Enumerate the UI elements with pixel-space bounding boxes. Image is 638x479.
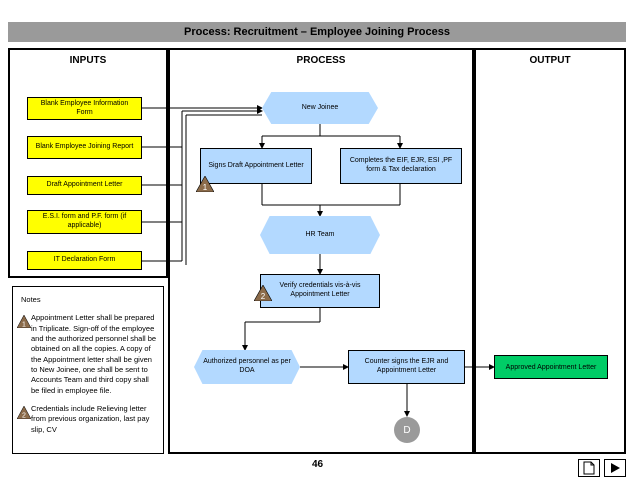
node-new-joinee: New Joinee bbox=[262, 92, 378, 124]
node-counter-signs: Counter signs the EJR and Appointment Le… bbox=[348, 350, 465, 384]
note-2-number: 2 bbox=[22, 413, 26, 420]
output-panel bbox=[474, 48, 626, 454]
note-2: 2 Credentials include Relieving letter f… bbox=[17, 404, 159, 435]
input-it-declaration-form: IT Declaration Form bbox=[27, 251, 142, 270]
note-1-number: 1 bbox=[22, 322, 26, 329]
connector-d: D bbox=[394, 417, 420, 443]
input-esi-pf-form: E.S.I. form and P.F. form (if applicable… bbox=[27, 210, 142, 234]
connector-label: D bbox=[403, 424, 411, 436]
node-authorized-personnel: Authorized personnel as per DOA bbox=[194, 350, 300, 384]
node-hr-team: HR Team bbox=[260, 216, 380, 254]
note-2-text: Credentials include Relieving letter fro… bbox=[31, 404, 150, 434]
note-1-marker-icon: 1 bbox=[17, 315, 31, 329]
next-arrow-icon bbox=[611, 463, 620, 473]
node-label: Signs Draft Appointment Letter bbox=[208, 161, 304, 169]
inputs-header: INPUTS bbox=[69, 55, 107, 66]
note-1-text: Appointment Letter shall be prepared in … bbox=[31, 313, 157, 395]
marker-1-number: 1 bbox=[203, 183, 208, 192]
node-completes-forms: Completes the EIF, EJR, ESI ,PF form & T… bbox=[340, 148, 462, 184]
next-nav-button[interactable] bbox=[604, 459, 626, 477]
inputs-panel bbox=[8, 48, 168, 278]
input-label: E.S.I. form and P.F. form (if applicable… bbox=[42, 213, 127, 229]
page-title-text: Process: Recruitment – Employee Joining … bbox=[184, 26, 450, 38]
node-label: Completes the EIF, EJR, ESI ,PF form & T… bbox=[349, 157, 453, 173]
note-2-marker-icon: 2 bbox=[17, 406, 31, 420]
page-number: 46 bbox=[312, 459, 324, 470]
marker-2-icon: 2 bbox=[254, 285, 272, 301]
input-label: Blank Employee Information Form bbox=[40, 99, 129, 116]
node-verify-credentials: Verify credentials vis-à-vis Appointment… bbox=[260, 274, 380, 308]
notes-heading: Notes bbox=[21, 295, 41, 304]
marker-2-number: 2 bbox=[261, 292, 266, 301]
output-header: OUTPUT bbox=[529, 55, 571, 66]
node-label: Verify credentials vis-à-vis Appointment… bbox=[279, 282, 361, 298]
page-title: Process: Recruitment – Employee Joining … bbox=[8, 22, 626, 42]
node-label: Counter signs the EJR and Appointment Le… bbox=[364, 358, 449, 374]
marker-1-icon: 1 bbox=[196, 176, 214, 192]
note-1: 1 Appointment Letter shall be prepared i… bbox=[17, 313, 159, 396]
input-label: Draft Appointment Letter bbox=[46, 181, 123, 189]
output-approved-appointment-letter: Approved Appointment Letter bbox=[494, 355, 608, 379]
input-label: IT Declaration Form bbox=[53, 256, 116, 264]
input-draft-appointment-letter: Draft Appointment Letter bbox=[27, 176, 142, 195]
node-label: HR Team bbox=[305, 230, 335, 238]
node-label: New Joinee bbox=[301, 103, 339, 111]
node-label: Authorized personnel as per DOA bbox=[203, 358, 291, 374]
input-employee-information-form: Blank Employee Information Form bbox=[27, 97, 142, 120]
document-icon bbox=[583, 461, 595, 475]
input-label: Blank Employee Joining Report bbox=[35, 143, 134, 151]
process-header: PROCESS bbox=[296, 55, 346, 66]
input-employee-joining-report: Blank Employee Joining Report bbox=[27, 136, 142, 159]
output-label: Approved Appointment Letter bbox=[505, 363, 597, 371]
document-nav-button[interactable] bbox=[578, 459, 600, 477]
node-signs-draft-letter: Signs Draft Appointment Letter bbox=[200, 148, 312, 184]
notes-box: Notes 1 Appointment Letter shall be prep… bbox=[12, 286, 164, 454]
